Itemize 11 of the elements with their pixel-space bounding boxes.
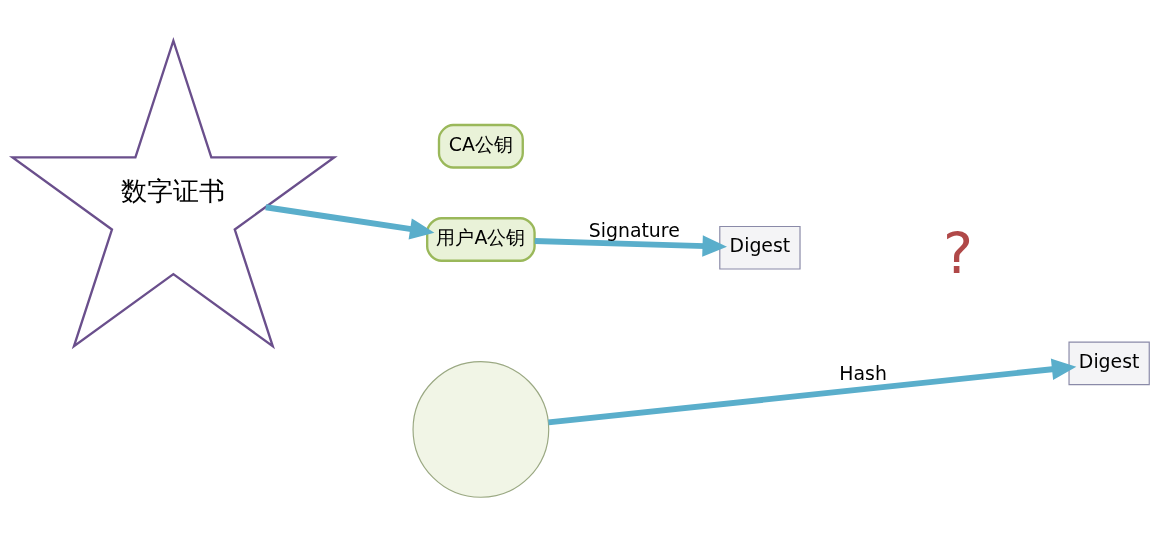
node-box: Digest <box>719 225 801 270</box>
label: ? <box>943 220 974 287</box>
arrow <box>265 204 435 240</box>
node-box: 用户A公钥 <box>426 217 536 262</box>
node-box: CA公钥 <box>437 123 524 169</box>
arrow <box>548 358 1077 426</box>
edge-label: Hash <box>839 361 887 384</box>
node-box: Digest <box>1068 341 1150 386</box>
edge-label: Signature <box>588 218 680 241</box>
arrow <box>534 235 727 257</box>
node-circle <box>412 361 550 498</box>
